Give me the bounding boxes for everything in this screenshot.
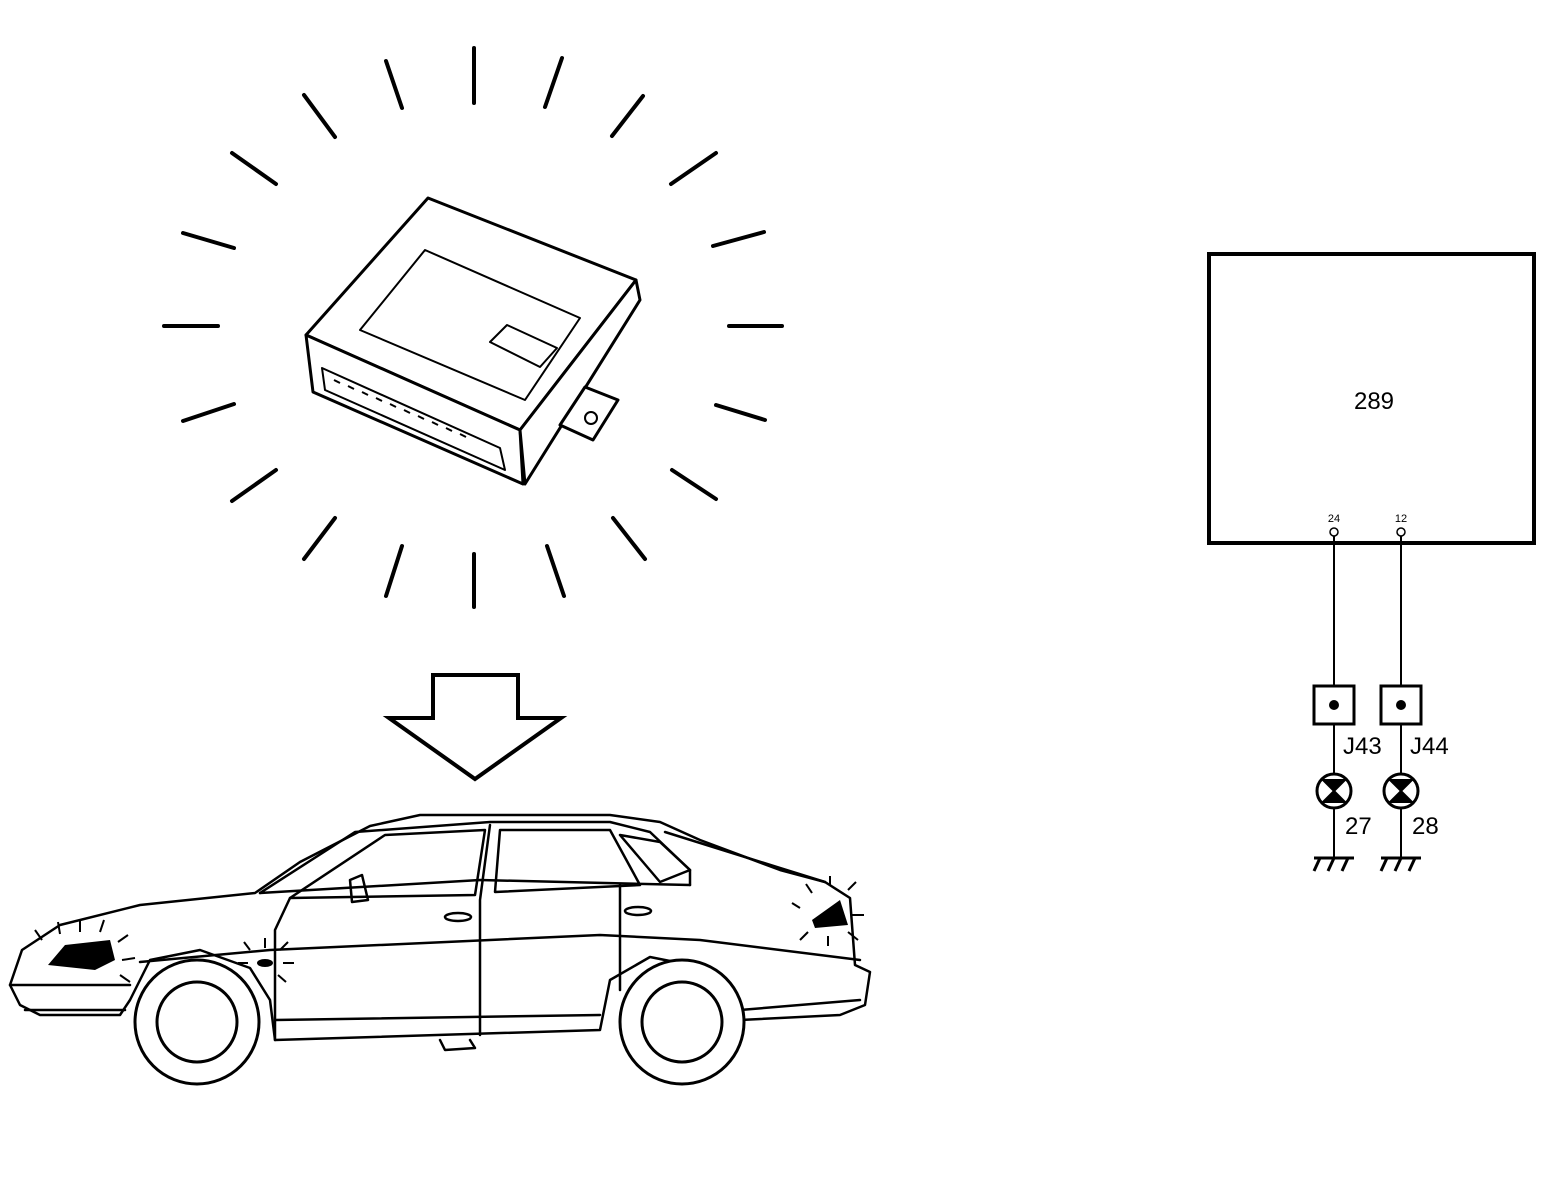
connector-label: J43 (1343, 733, 1382, 760)
lamp-label: 28 (1412, 813, 1439, 840)
ground-icon (1379, 856, 1421, 872)
schematic: 289 24 12 J43 J44 (1207, 252, 1536, 872)
lamp-icon (1382, 772, 1420, 810)
pin-label: 12 (1395, 513, 1407, 525)
tail-light-flash (791, 876, 864, 946)
pin-terminal (1329, 527, 1339, 537)
pin-label: 24 (1328, 513, 1340, 525)
quarter-window (618, 833, 692, 884)
connector-pins (333, 379, 467, 438)
module-number: 289 (1354, 388, 1394, 415)
flashing-control-unit-icon (304, 196, 642, 486)
connector-label: J44 (1410, 733, 1449, 760)
ground-icon (1312, 856, 1354, 872)
control-module-box (1207, 252, 1536, 545)
front-door-window (288, 828, 487, 900)
headlight-flash (34, 919, 136, 983)
hatchback-car-icon (8, 813, 872, 1052)
lamp-label: 27 (1345, 813, 1372, 840)
down-arrow-icon (382, 673, 568, 782)
test-connector-j43 (1312, 684, 1356, 726)
control-unit-flash-rays (162, 46, 784, 609)
side-indicator-flash (238, 938, 294, 983)
pin-terminal (1396, 527, 1406, 537)
wires (1333, 536, 1402, 858)
car-wheels (133, 958, 746, 1086)
lamp-icon (1315, 772, 1353, 810)
test-connector-j44 (1379, 684, 1423, 726)
rear-door-window (493, 828, 642, 894)
